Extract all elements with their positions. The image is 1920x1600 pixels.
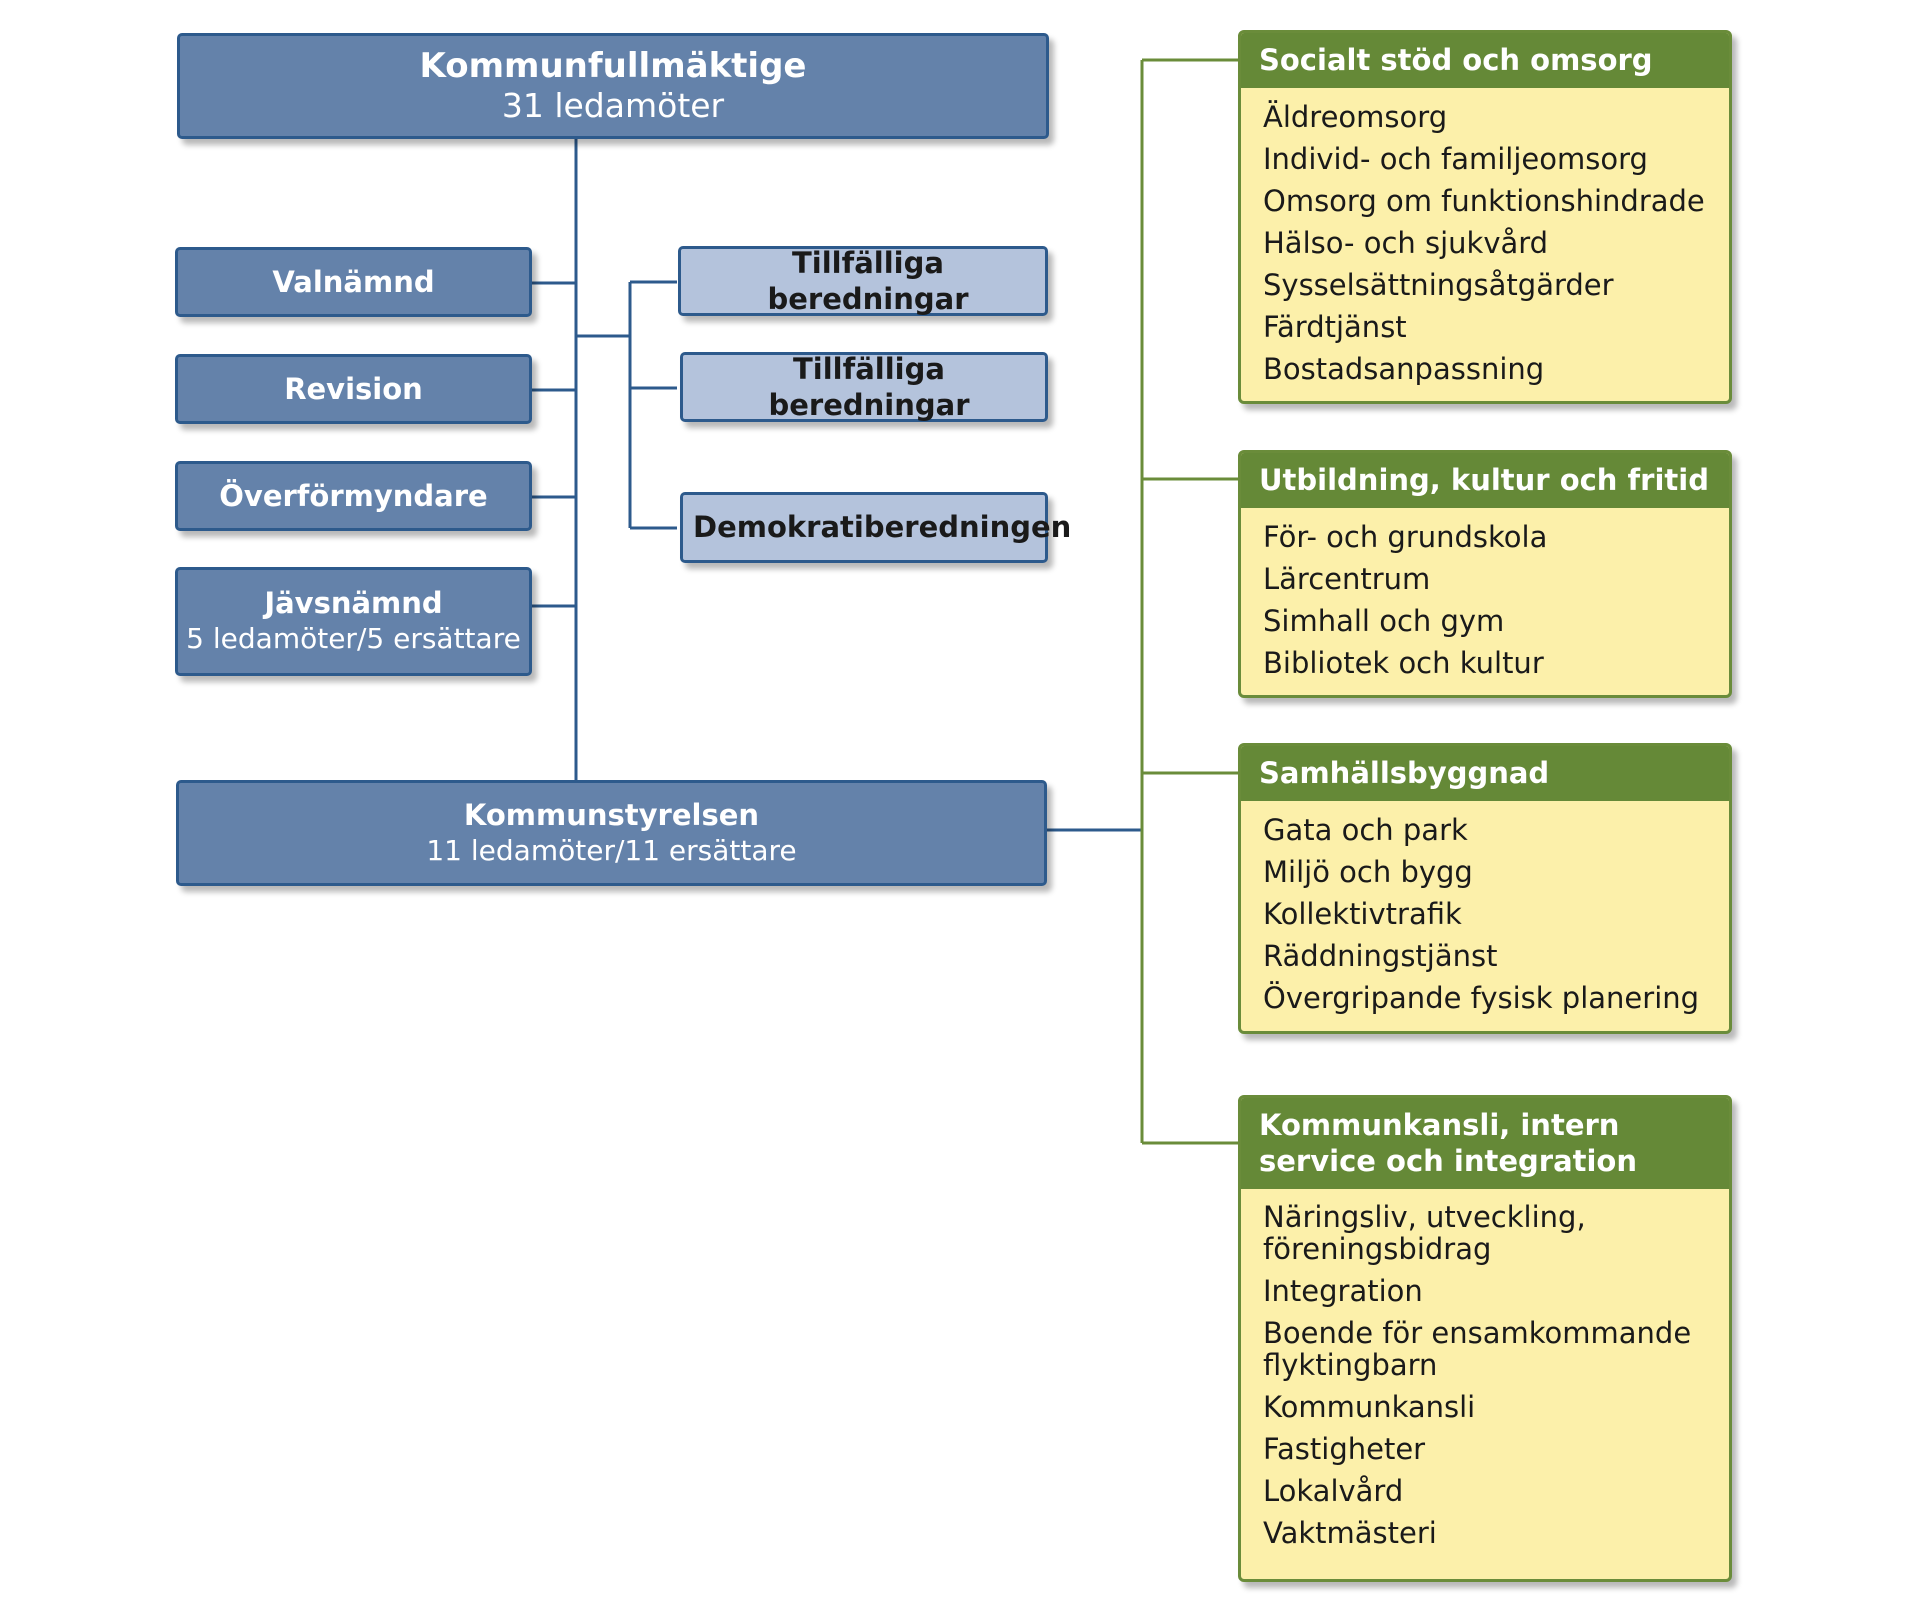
list-item: Vaktmästeri <box>1263 1516 1437 1550</box>
list-item: Integration <box>1263 1274 1423 1308</box>
board-subtitle: 11 ledamöter/11 ersättare <box>426 833 797 867</box>
department-title-administration: Kommunkansli, intern service och integra… <box>1241 1098 1729 1189</box>
board-title: Kommunstyrelsen <box>463 797 760 832</box>
list-item: Kommunkansli <box>1263 1390 1476 1424</box>
list-item: För- och grundskola <box>1263 520 1548 554</box>
list-item: Individ- och familjeomsorg <box>1263 142 1648 176</box>
valnamnd-box: Valnämnd <box>175 247 532 317</box>
revision-label: Revision <box>284 371 423 406</box>
list-item: Gata och park <box>1263 813 1468 847</box>
department-list-community: Gata och park Miljö och bygg Kollektivtr… <box>1241 801 1729 1015</box>
list-item: Räddningstjänst <box>1263 939 1498 973</box>
preparation-label-1: Tillfälliga beredningar <box>767 245 969 316</box>
valnamnd-label: Valnämnd <box>272 264 435 299</box>
list-item: Simhall och gym <box>1263 604 1505 638</box>
list-item: Näringsliv, utveckling, föreningsbidrag <box>1263 1200 1586 1266</box>
council-subtitle: 31 ledamöter <box>501 85 725 125</box>
list-item: Omsorg om funktionshindrade <box>1263 184 1705 218</box>
department-title-community: Samhällsbyggnad <box>1241 746 1729 801</box>
department-title-education: Utbildning, kultur och fritid <box>1241 453 1729 508</box>
preparation-box-1: Tillfälliga beredningar <box>678 246 1048 316</box>
list-item: Hälso- och sjukvård <box>1263 226 1549 260</box>
department-title-social: Socialt stöd och omsorg <box>1241 33 1729 88</box>
department-panel-education: Utbildning, kultur och fritid För- och g… <box>1238 450 1732 698</box>
department-list-social: Äldreomsorg Individ- och familjeomsorg O… <box>1241 88 1729 386</box>
overformyndare-label: Överförmyndare <box>219 478 488 513</box>
list-item: Kollektivtrafik <box>1263 897 1462 931</box>
list-item: Boende för ensamkommande flyktingbarn <box>1263 1316 1692 1382</box>
javsnamnd-subtitle: 5 ledamöter/5 ersättare <box>186 622 521 656</box>
list-item: Lokalvård <box>1263 1474 1404 1508</box>
department-list-administration: Näringsliv, utveckling, föreningsbidrag … <box>1241 1189 1729 1549</box>
preparation-label-2: Tillfälliga beredningar <box>768 351 970 422</box>
department-panel-social: Socialt stöd och omsorg Äldreomsorg Indi… <box>1238 30 1732 404</box>
preparation-box-3: Demokratiberedningen <box>680 492 1071 563</box>
overformyndare-box: Överförmyndare <box>175 461 532 531</box>
javsnamnd-label: Jävsnämnd <box>264 586 443 621</box>
list-item: Bostadsanpassning <box>1263 352 1545 386</box>
list-item: Äldreomsorg <box>1263 100 1448 134</box>
list-item: Lärcentrum <box>1263 562 1431 596</box>
board-box: Kommunstyrelsen 11 ledamöter/11 ersättar… <box>176 780 1047 886</box>
javsnamnd-box: Jävsnämnd 5 ledamöter/5 ersättare <box>175 567 532 676</box>
list-item: Miljö och bygg <box>1263 855 1473 889</box>
department-list-education: För- och grundskola Lärcentrum Simhall o… <box>1241 508 1729 680</box>
council-title: Kommunfullmäktige <box>419 46 807 87</box>
department-panel-community: Samhällsbyggnad Gata och park Miljö och … <box>1238 743 1732 1034</box>
list-item: Sysselsättningsåtgärder <box>1263 268 1614 302</box>
preparation-box-2: Tillfälliga beredningar <box>680 352 1048 422</box>
revision-box: Revision <box>175 354 532 424</box>
preparation-label-3: Demokratiberedningen <box>693 510 1072 545</box>
list-item: Övergripande fysisk planering <box>1263 981 1700 1015</box>
list-item: Fastigheter <box>1263 1432 1426 1466</box>
list-item: Bibliotek och kultur <box>1263 646 1544 680</box>
department-panel-administration: Kommunkansli, intern service och integra… <box>1238 1095 1732 1582</box>
list-item: Färdtjänst <box>1263 310 1407 344</box>
council-box: Kommunfullmäktige 31 ledamöter <box>177 33 1049 139</box>
